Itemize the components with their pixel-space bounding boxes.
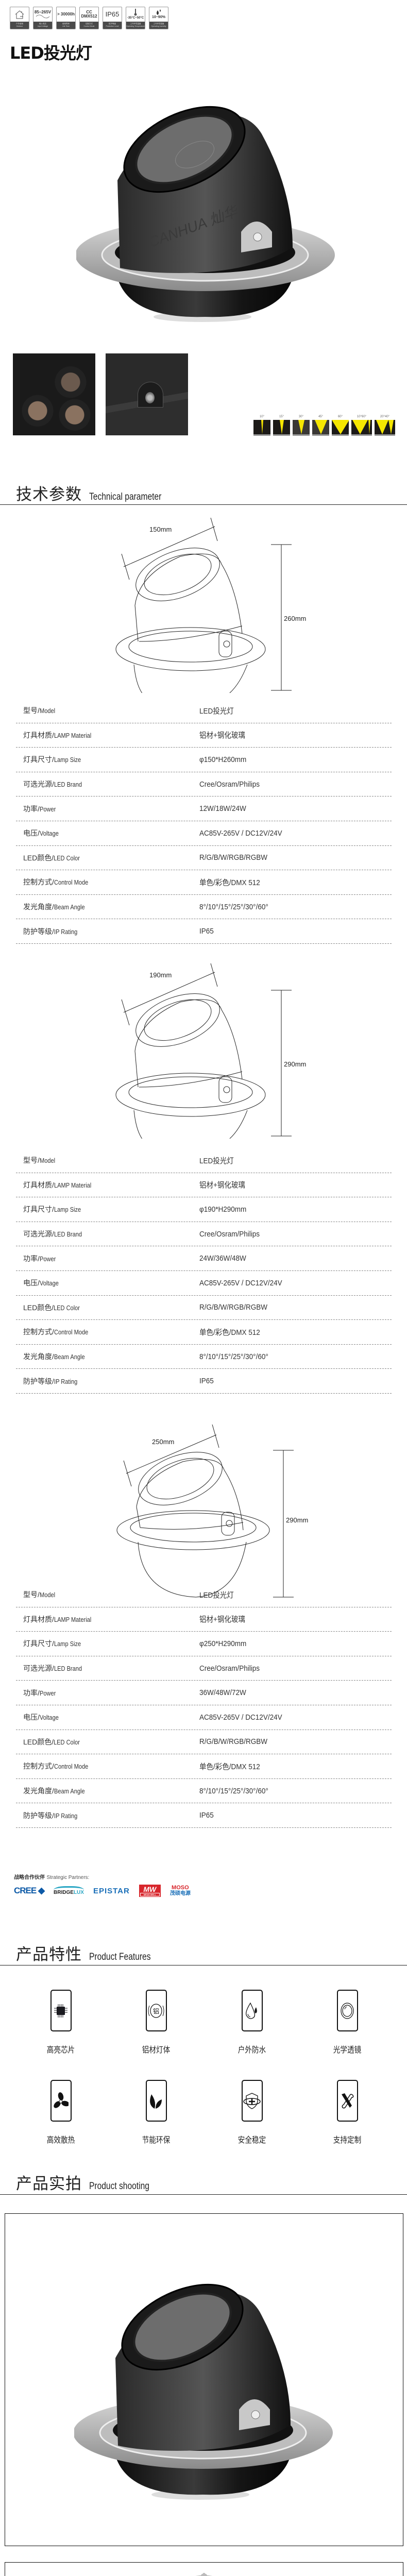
feature-optical-lens: 光学透镜 <box>324 1990 370 2055</box>
beam-15: 15° <box>273 415 290 436</box>
feature-high-brightness-chip: 高亮芯片 <box>38 1990 84 2055</box>
beam-20-40: 20°40° <box>375 415 395 436</box>
divider <box>0 504 407 505</box>
feature-aluminum-body: 铝 铝材灯体 <box>133 1990 179 2055</box>
water-drop-icon <box>241 1990 263 2031</box>
lens-icon <box>336 1990 358 2031</box>
screw-icon <box>145 392 155 403</box>
svg-text:190mm: 190mm <box>149 971 172 979</box>
bridgelux-logo: BRIDGELUX <box>54 1886 84 1895</box>
beam-60: 60° <box>332 415 349 436</box>
feature-outdoor-waterproof: 户外防水 <box>229 1990 275 2055</box>
beam-angle-chart: 10° 15° 30° 45° 60° 10°60° 20°40° <box>253 415 395 436</box>
svg-text:290mm: 290mm <box>284 1060 306 1068</box>
svg-text:铝: 铝 <box>153 2007 159 2015</box>
section-heading-features: 产品特性 Product Features <box>16 1945 151 1964</box>
svg-text:290mm: 290mm <box>286 1516 308 1524</box>
partners-heading: 战略合作伙伴 Strategic Partners: <box>14 1875 90 1880</box>
dimension-diagram-2: 190mm 290mm <box>0 963 407 1139</box>
aluminum-icon: 铝 <box>145 1990 167 2031</box>
thermometer-icon <box>134 9 137 16</box>
fan-icon <box>50 2080 72 2122</box>
beam-30: 30° <box>293 415 310 436</box>
dimension-diagram-1: 150mm 260mm <box>0 518 407 693</box>
divider <box>0 2194 407 2195</box>
beam-10: 10° <box>253 415 270 436</box>
water-drops-icon <box>157 9 161 15</box>
hero-product-image: CANHUA 灿华 <box>75 77 336 325</box>
beam-45: 45° <box>312 415 329 436</box>
cree-logo: CREE ◆ <box>14 1886 45 1895</box>
outdoor-house-icon <box>10 7 29 22</box>
beam-10-60: 10°60° <box>351 415 372 436</box>
feature-heat-dissipation: 高效散热 <box>38 2080 84 2145</box>
section-heading-shooting: 产品实拍 Product shooting <box>16 2175 149 2193</box>
feature-customizable: 支持定制 <box>324 2080 370 2145</box>
feature-safe-stable: 安全稳定 <box>229 2080 275 2145</box>
sine-wave-icon <box>36 14 50 19</box>
tools-icon <box>336 2080 358 2122</box>
detail-thumbnail-angle-adjuster <box>106 353 188 435</box>
chip-icon <box>50 1990 72 2031</box>
product-photo-angled <box>5 2213 403 2546</box>
shield-icon <box>241 2080 263 2122</box>
svg-text:150mm: 150mm <box>149 526 172 533</box>
product-photo-front <box>5 2562 403 2576</box>
leaf-icon <box>145 2080 167 2122</box>
detail-thumbnail-leds <box>13 353 95 435</box>
svg-text:250mm: 250mm <box>152 1438 174 1446</box>
epistar-logo: EPISTAR <box>93 1886 130 1895</box>
feature-energy-saving: 节能环保 <box>133 2080 179 2145</box>
page-title: LED投光灯 <box>10 43 92 63</box>
section-heading-technical: 技术参数 Technical parameter <box>16 485 162 504</box>
dimension-diagram-3: 250mm 290mm <box>0 1425 407 1600</box>
svg-text:260mm: 260mm <box>284 615 306 622</box>
